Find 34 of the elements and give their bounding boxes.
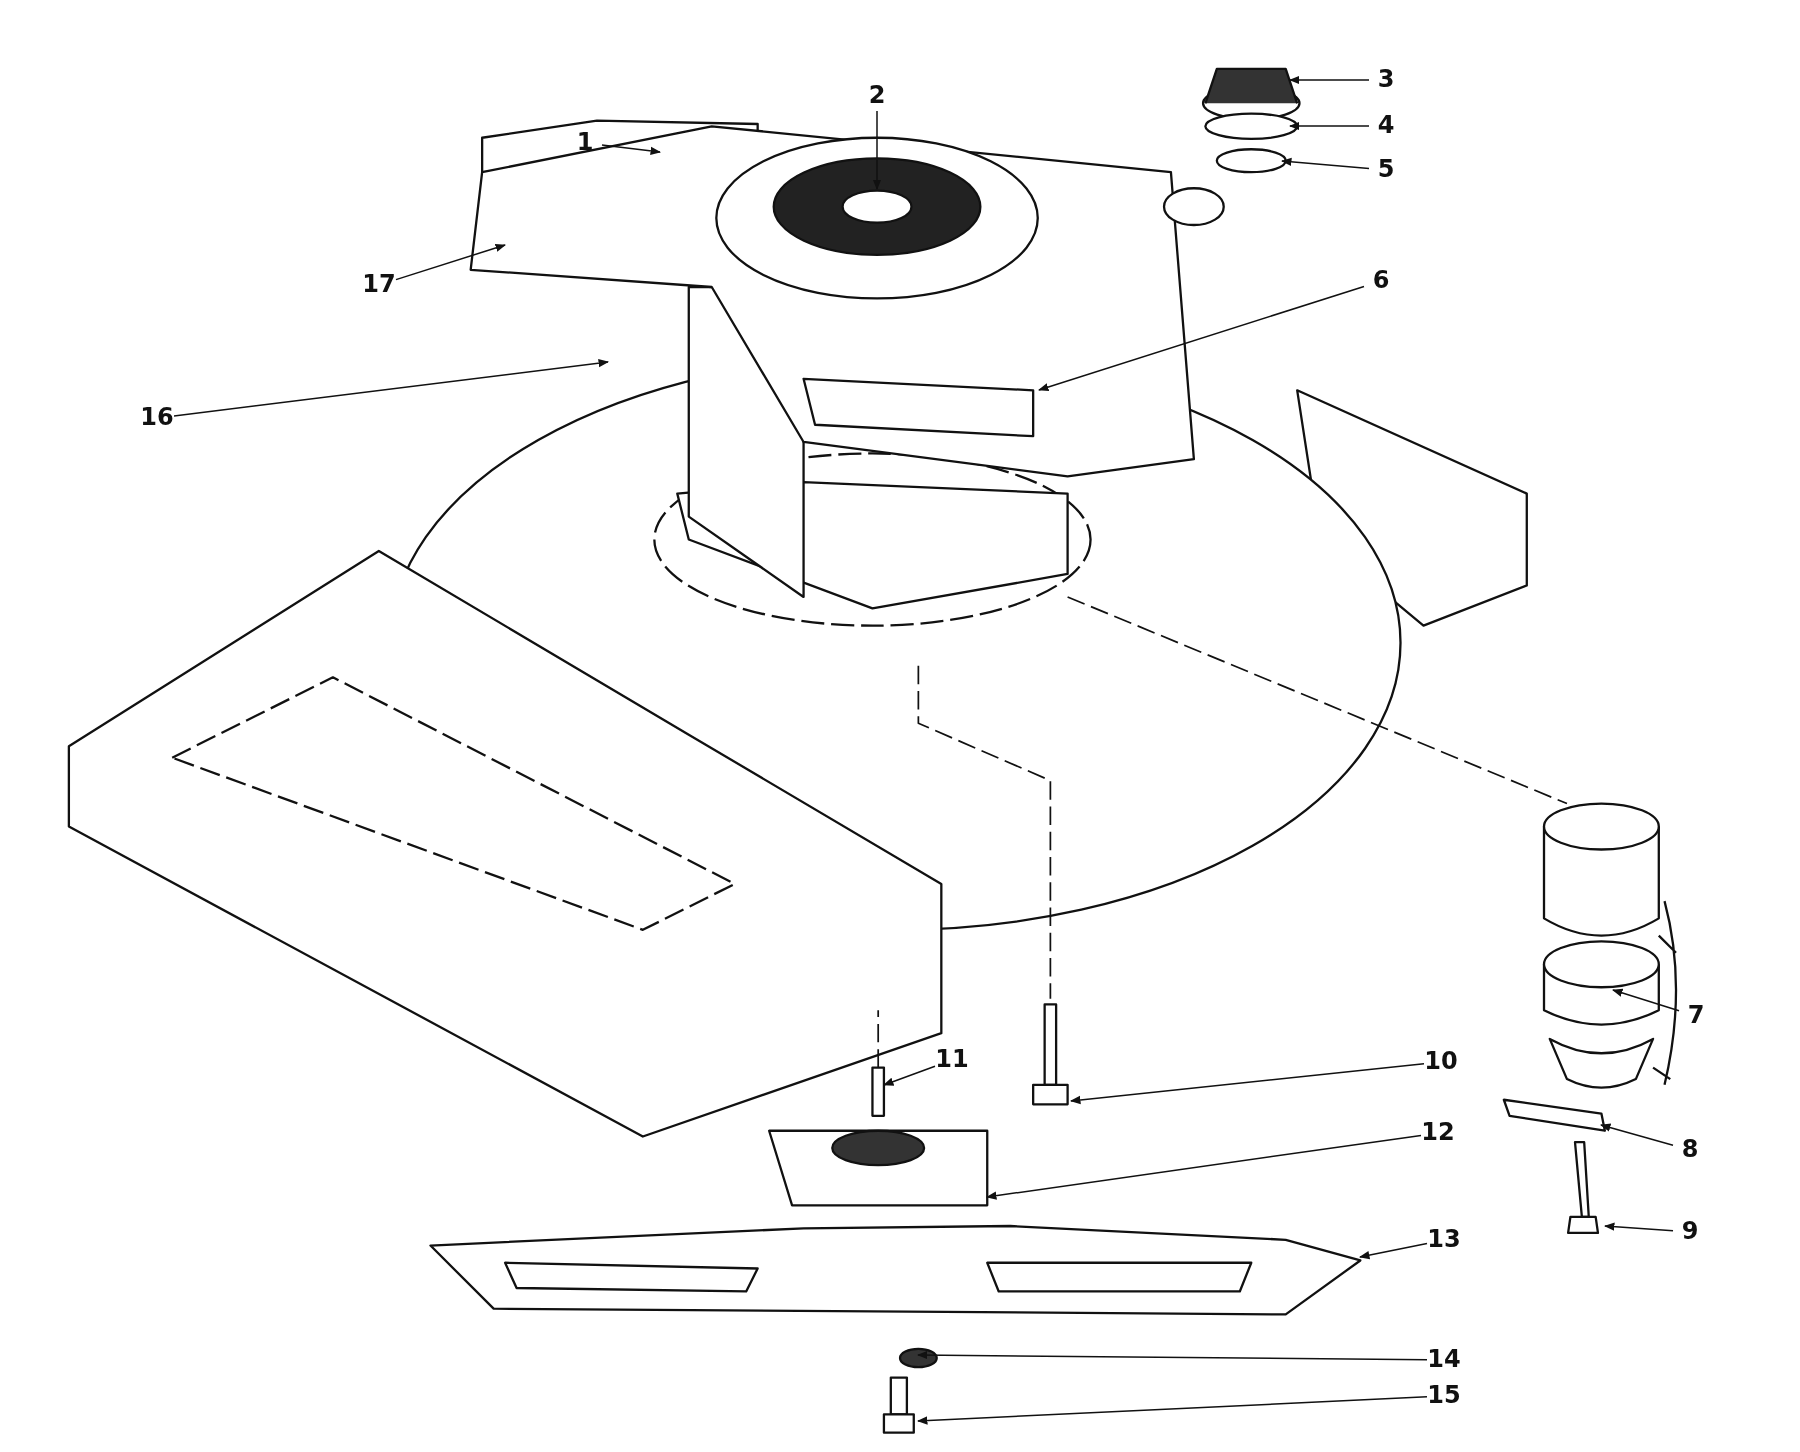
- callout-number: 11: [935, 1045, 969, 1075]
- callout-number: 15: [1427, 1381, 1461, 1411]
- callout-number: 1: [568, 128, 602, 158]
- leader-line: [1612, 988, 1680, 1012]
- leader-line: [1358, 1242, 1428, 1260]
- leader-line: [1288, 75, 1370, 85]
- leader-line: [173, 359, 610, 417]
- callout-number: 12: [1421, 1118, 1455, 1148]
- leader-line: [1603, 1222, 1674, 1232]
- leader-line: [916, 1396, 1428, 1425]
- callout-number: 13: [1427, 1225, 1461, 1255]
- callout-number: 2: [860, 81, 894, 111]
- leader-line: [1069, 1063, 1425, 1105]
- leader-line: [985, 1134, 1422, 1200]
- callout-number: 14: [1427, 1345, 1461, 1375]
- leader-line: [601, 144, 662, 156]
- callout-number: 8: [1673, 1135, 1707, 1165]
- callout-number: 4: [1369, 111, 1403, 141]
- callout-number: 9: [1673, 1217, 1707, 1247]
- callout-number: 17: [362, 270, 396, 300]
- leader-line: [1600, 1123, 1674, 1146]
- leader-line: [872, 110, 882, 191]
- leader-line: [1038, 285, 1365, 392]
- callout-number: 5: [1369, 155, 1403, 185]
- leader-line: [1288, 121, 1370, 131]
- callout-number: 6: [1364, 266, 1398, 296]
- leader-line: [1280, 157, 1370, 170]
- callout-number: 3: [1369, 65, 1403, 95]
- callout-number: 7: [1679, 1001, 1713, 1031]
- callout-number: 10: [1424, 1047, 1458, 1077]
- callout-number: 16: [140, 403, 174, 433]
- leader-line: [395, 243, 506, 281]
- leader-line: [883, 1065, 936, 1086]
- leader-line: [916, 1350, 1428, 1361]
